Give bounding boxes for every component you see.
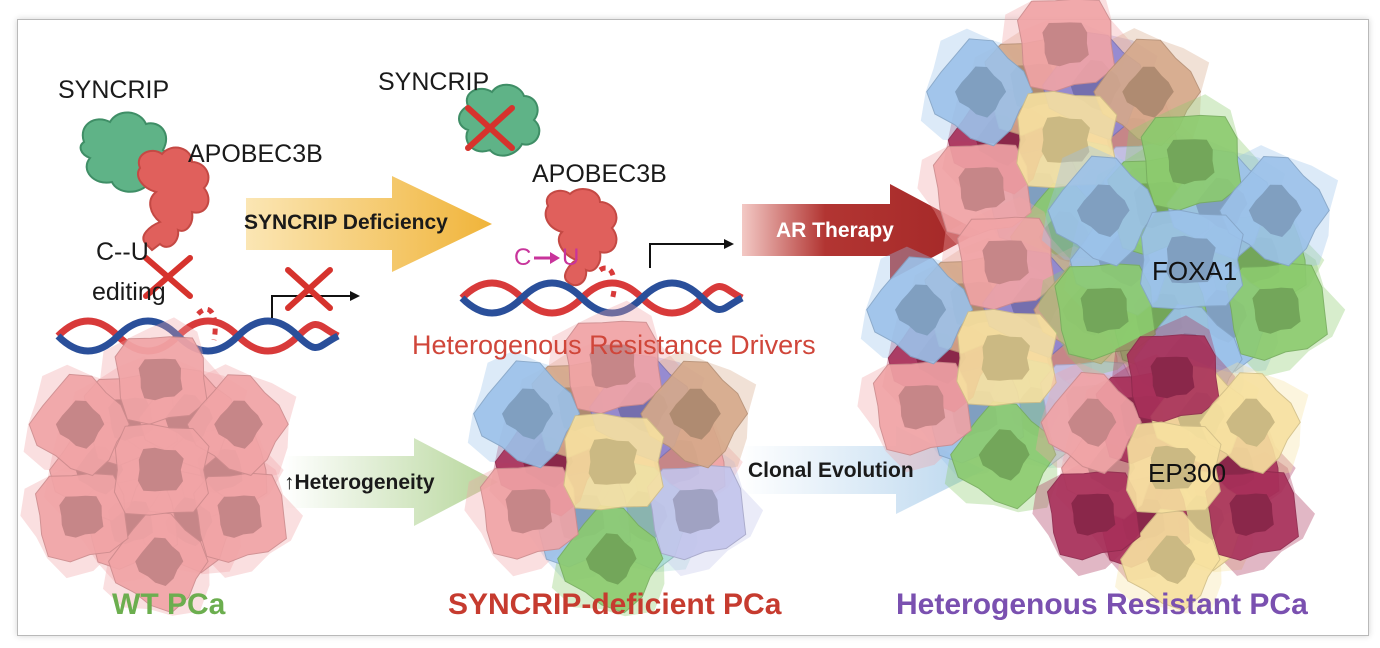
syncrip-deficient-tumor <box>464 300 764 617</box>
cell-nucleus <box>1077 184 1130 237</box>
transcription-start-arrow-mid <box>649 239 734 268</box>
cell-nucleus <box>1041 116 1090 163</box>
apobec3b-label-left: APOBEC3B <box>188 140 323 168</box>
cross-icon <box>285 267 333 311</box>
c-to-u-arrow-icon <box>534 252 560 264</box>
heterogeneity-label: ↑Heterogeneity <box>284 471 435 494</box>
cell-nucleus <box>135 537 184 586</box>
cell-nucleus <box>1166 235 1216 284</box>
cell-nucleus <box>1226 398 1275 447</box>
clonal-evolution-label: Clonal Evolution <box>748 459 914 482</box>
cell-nucleus <box>1071 493 1116 536</box>
cell-nucleus <box>1147 535 1196 584</box>
cell-nucleus <box>1080 287 1129 334</box>
heterogeneity-arrow <box>284 438 498 526</box>
ar-therapy-arrow <box>742 184 980 280</box>
cell-nucleus <box>1150 356 1195 399</box>
cu-label-c: C <box>514 244 532 271</box>
cu-label-u: U <box>562 244 580 271</box>
cell-nucleus <box>958 167 1006 212</box>
cell-nucleus <box>55 400 105 449</box>
ar-therapy-label: AR Therapy <box>776 219 894 242</box>
cu-editing-label-line2: editing <box>92 278 166 306</box>
cell-nucleus <box>1166 139 1215 185</box>
cross-icon <box>143 255 193 299</box>
dna-helix-mid <box>459 265 744 317</box>
wt-pca-caption: WT PCa <box>112 588 226 621</box>
resistant-pca-caption: Heterogenous Resistant PCa <box>896 588 1308 621</box>
heterogenous-drivers-label: Heterogenous Resistance Drivers <box>412 330 816 360</box>
cell-nucleus <box>585 533 637 585</box>
cell-nucleus <box>1252 287 1301 334</box>
wt-tumor <box>20 317 303 616</box>
syncrip-deficiency-arrow <box>246 176 492 272</box>
cell-nucleus <box>1149 445 1196 490</box>
cell-nucleus <box>982 240 1029 285</box>
cross-icon <box>465 105 515 151</box>
cell-nucleus <box>981 334 1030 381</box>
cell-nucleus <box>589 344 636 389</box>
apobec3b-label-mid: APOBEC3B <box>532 160 667 188</box>
cell-nucleus <box>898 385 946 430</box>
cell-nucleus <box>502 388 554 440</box>
cell-nucleus <box>217 495 262 538</box>
syncrip-deficient-caption: SYNCRIP-deficient PCa <box>448 588 782 621</box>
cell-nucleus <box>669 388 721 440</box>
cell-nucleus <box>1229 493 1274 536</box>
cell-nucleus <box>1248 184 1302 237</box>
cell-nucleus <box>1067 398 1117 447</box>
cell-nucleus <box>955 66 1007 118</box>
cell-nucleus <box>1122 66 1174 118</box>
dna-helix-left <box>55 306 340 355</box>
apobec3b-protein-left <box>137 146 210 252</box>
syncrip-label-left: SYNCRIP <box>58 76 170 104</box>
syncrip-label-mid: SYNCRIP <box>378 68 490 96</box>
cell-nucleus <box>672 488 720 534</box>
cell-nucleus <box>214 400 263 449</box>
cu-editing-label-line1: C--U <box>96 238 149 266</box>
foxa1-tumor <box>1038 94 1346 419</box>
cell-nucleus <box>978 429 1030 481</box>
ep300-tumor <box>1032 315 1315 614</box>
cell-nucleus <box>1042 22 1089 67</box>
syncrip-deficiency-label: SYNCRIP Deficiency <box>244 211 448 234</box>
cell-nucleus <box>505 489 553 534</box>
cell-nucleus <box>59 495 104 538</box>
apobec3b-protein-mid <box>544 187 618 287</box>
cell-nucleus <box>895 284 947 336</box>
cell-nucleus <box>138 358 183 401</box>
foxa1-label: FOXA1 <box>1152 256 1238 286</box>
transcription-start-arrow-left <box>271 291 360 318</box>
cell-nucleus <box>137 447 184 492</box>
cell-nucleus <box>588 438 637 485</box>
ep300-label: EP300 <box>1148 458 1227 488</box>
